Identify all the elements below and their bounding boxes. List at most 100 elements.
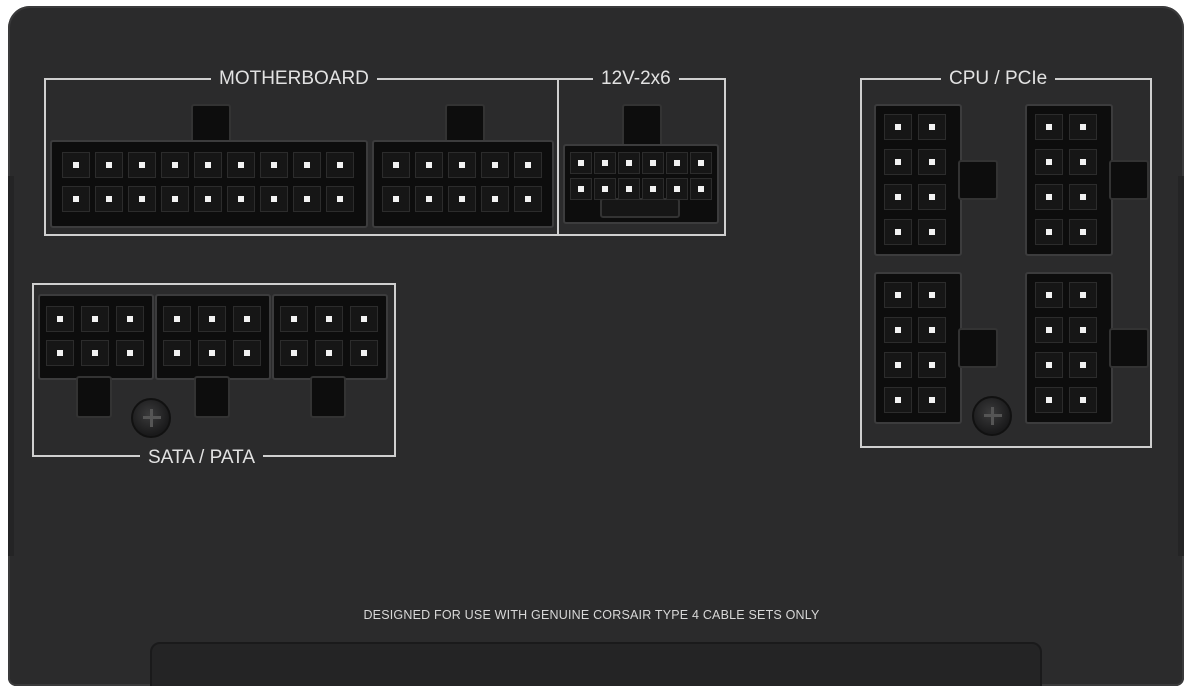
connector-pin xyxy=(918,352,946,378)
connector-pin xyxy=(594,152,616,174)
connector-pin xyxy=(884,184,912,210)
connector-pin xyxy=(1035,317,1063,343)
motherboard-label: MOTHERBOARD xyxy=(211,68,377,90)
connector-pin xyxy=(570,152,592,174)
connector-pin xyxy=(62,152,90,178)
connector-pin xyxy=(918,149,946,175)
connector-pin xyxy=(570,178,592,200)
connector-pin xyxy=(618,152,640,174)
connector-pin xyxy=(350,340,378,366)
connector-pin xyxy=(1069,317,1097,343)
connector-pin xyxy=(514,152,542,178)
twelve-v-latch xyxy=(622,104,662,148)
connector-pin xyxy=(233,340,261,366)
connector-pin xyxy=(1035,149,1063,175)
connector-pin xyxy=(227,152,255,178)
connector-pin xyxy=(1035,282,1063,308)
connector-pin xyxy=(884,219,912,245)
cable-notice: DESIGNED FOR USE WITH GENUINE CORSAIR TY… xyxy=(363,608,820,622)
connector-pin xyxy=(350,306,378,332)
connector-pin xyxy=(326,152,354,178)
connector-pin xyxy=(81,340,109,366)
connector-pin xyxy=(618,178,640,200)
connector-pin xyxy=(918,387,946,413)
connector-pin xyxy=(1069,149,1097,175)
connector-pin xyxy=(481,186,509,212)
connector-pin xyxy=(918,317,946,343)
connector-pin xyxy=(884,317,912,343)
connector-pin xyxy=(280,340,308,366)
connector-pin xyxy=(666,152,688,174)
connector-pin xyxy=(1069,219,1097,245)
connector-pin xyxy=(62,186,90,212)
connector-pin xyxy=(884,114,912,140)
connector-pin xyxy=(260,152,288,178)
motherboard-divider xyxy=(557,78,559,236)
connector-pin xyxy=(1069,387,1097,413)
connector-pin xyxy=(1035,114,1063,140)
connector-pin xyxy=(227,186,255,212)
connector-pin xyxy=(95,152,123,178)
cpu-pcie-label: CPU / PCIe xyxy=(941,68,1056,90)
connector-pin xyxy=(382,152,410,178)
connector-pin xyxy=(161,152,189,178)
connector-pin xyxy=(884,352,912,378)
connector-pin xyxy=(293,186,321,212)
twelve-v-sense-strip xyxy=(600,198,680,218)
connector-pin xyxy=(1035,387,1063,413)
connector-pin xyxy=(1035,219,1063,245)
connector-pin xyxy=(918,219,946,245)
connector-pin xyxy=(690,152,712,174)
connector-pin xyxy=(163,340,191,366)
connector-pin xyxy=(884,149,912,175)
sata-pata-label: SATA / PATA xyxy=(140,447,263,469)
sata-latch xyxy=(194,376,230,418)
connector-pin xyxy=(280,306,308,332)
connector-pin xyxy=(116,340,144,366)
connector-pin xyxy=(382,186,410,212)
connector-pin xyxy=(46,340,74,366)
cpu-pcie-latch xyxy=(1109,160,1149,200)
connector-pin xyxy=(315,340,343,366)
connector-pin xyxy=(326,186,354,212)
connector-pin xyxy=(1069,352,1097,378)
motherboard-latch xyxy=(191,104,231,144)
connector-pin xyxy=(666,178,688,200)
connector-pin xyxy=(448,152,476,178)
connector-pin xyxy=(918,282,946,308)
connector-pin xyxy=(315,306,343,332)
connector-pin xyxy=(293,152,321,178)
connector-pin xyxy=(884,387,912,413)
motherboard-latch xyxy=(445,104,485,144)
sata-latch xyxy=(310,376,346,418)
cpu-pcie-latch xyxy=(958,160,998,200)
connector-pin xyxy=(415,152,443,178)
cpu-pcie-latch xyxy=(958,328,998,368)
connector-pin xyxy=(594,178,616,200)
connector-pin xyxy=(481,152,509,178)
connector-pin xyxy=(46,306,74,332)
screw-icon xyxy=(131,398,171,438)
connector-pin xyxy=(918,184,946,210)
twelve-v-label: 12V-2x6 xyxy=(593,68,679,90)
connector-pin xyxy=(128,152,156,178)
connector-pin xyxy=(194,152,222,178)
connector-pin xyxy=(1035,352,1063,378)
connector-pin xyxy=(514,186,542,212)
connector-pin xyxy=(690,178,712,200)
screw-icon xyxy=(972,396,1012,436)
connector-pin xyxy=(95,186,123,212)
connector-pin xyxy=(198,340,226,366)
connector-pin xyxy=(448,186,476,212)
connector-pin xyxy=(198,306,226,332)
connector-pin xyxy=(415,186,443,212)
bottom-tab xyxy=(150,642,1042,686)
connector-pin xyxy=(194,186,222,212)
connector-pin xyxy=(161,186,189,212)
connector-pin xyxy=(1069,114,1097,140)
motherboard-frame xyxy=(44,78,726,236)
connector-pin xyxy=(642,152,664,174)
connector-pin xyxy=(1035,184,1063,210)
connector-pin xyxy=(642,178,664,200)
sata-latch xyxy=(76,376,112,418)
